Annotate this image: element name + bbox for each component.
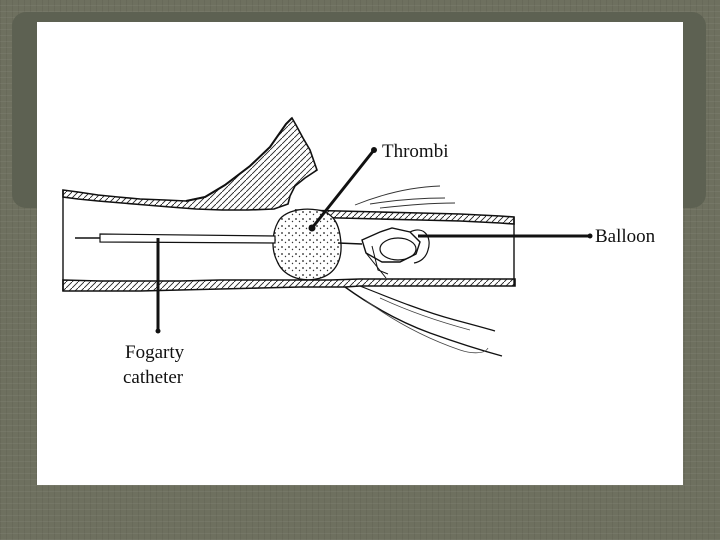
label-catheter: catheter (123, 366, 183, 389)
vessel-lower-branch (345, 287, 502, 356)
vessel-lower-wall (63, 279, 515, 291)
label-fogarty: Fogarty (125, 341, 184, 364)
vessel-upper-wall (63, 118, 317, 210)
label-balloon: Balloon (595, 225, 655, 248)
thrombus-mass (273, 209, 341, 280)
label-thrombi: Thrombi (382, 140, 449, 163)
